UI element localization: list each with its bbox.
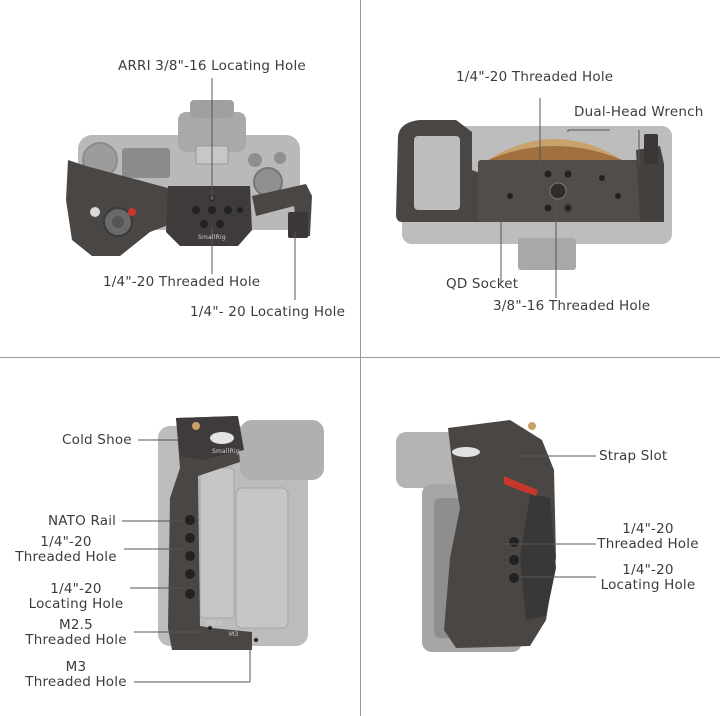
label-threaded-hole-line2: Threaded Hole xyxy=(15,549,117,565)
panel-top-view: ARRI 3/8"-16 Locating Hole SmallRig 1/4"… xyxy=(0,0,360,358)
label-threaded-hole: 1/4"-20 Threaded Hole xyxy=(103,274,261,290)
left-side-illustration xyxy=(122,416,324,683)
bottom-view-illustration xyxy=(396,98,672,298)
label-m25-threaded-hole: M2.5 Threaded Hole xyxy=(20,618,132,648)
panel-bottom-view: 1/4"-20 Threaded Hole Dual-Head Wrench Q… xyxy=(360,0,720,358)
label-m3-line2: Threaded Hole xyxy=(25,674,127,690)
right-side-illustration xyxy=(396,420,596,652)
panel-right-side-view: Strap Slot 1/4"-20 Threaded Hole 1/4"-20… xyxy=(360,358,720,716)
horizontal-divider xyxy=(0,357,720,358)
label-locating-hole-line1: 1/4"-20 xyxy=(50,581,102,597)
panel-left-side-view: Cold Shoe SmallRig NATO Rail 1/4"-20 Thr… xyxy=(0,358,360,716)
label-locating-hole-line1: 1/4"-20 xyxy=(622,562,674,578)
label-cold-shoe: Cold Shoe xyxy=(62,432,132,448)
label-locating-hole-line2: Locating Hole xyxy=(28,596,124,612)
label-arri-locating-hole: ARRI 3/8"-16 Locating Hole xyxy=(118,58,306,74)
label-m3-line1: M3 xyxy=(65,659,87,675)
smallrig-logo: SmallRig xyxy=(212,448,240,455)
top-view-illustration xyxy=(66,78,312,300)
label-threaded-hole: 1/4"-20 Threaded Hole xyxy=(10,535,122,565)
label-threaded-hole-38: 3/8"-16 Threaded Hole xyxy=(493,298,651,314)
label-locating-hole: 1/4"-20 Locating Hole xyxy=(20,582,132,612)
mark-m25: M2.5 xyxy=(207,620,223,627)
label-locating-hole: 1/4"- 20 Locating Hole xyxy=(190,304,346,320)
label-locating-hole-line2: Locating Hole xyxy=(600,577,696,593)
label-threaded-hole-line1: 1/4"-20 xyxy=(622,521,674,537)
label-dual-head-wrench: Dual-Head Wrench xyxy=(574,104,704,120)
label-m25-line2: Threaded Hole xyxy=(25,632,127,648)
label-locating-hole: 1/4"-20 Locating Hole xyxy=(592,563,704,593)
mark-m3: M3 xyxy=(229,631,239,638)
label-strap-slot: Strap Slot xyxy=(599,448,668,464)
label-qd-socket: QD Socket xyxy=(446,276,519,292)
label-m25-line1: M2.5 xyxy=(59,617,93,633)
smallrig-logo: SmallRig xyxy=(198,234,226,241)
label-threaded-hole-line1: 1/4"-20 xyxy=(40,534,92,550)
vertical-divider xyxy=(360,0,361,716)
label-m3-threaded-hole: M3 Threaded Hole xyxy=(20,660,132,690)
label-nato-rail: NATO Rail xyxy=(48,513,117,529)
label-threaded-hole: 1/4"-20 Threaded Hole xyxy=(592,522,704,552)
label-threaded-hole-line2: Threaded Hole xyxy=(597,536,699,552)
label-threaded-hole: 1/4"-20 Threaded Hole xyxy=(456,69,614,85)
